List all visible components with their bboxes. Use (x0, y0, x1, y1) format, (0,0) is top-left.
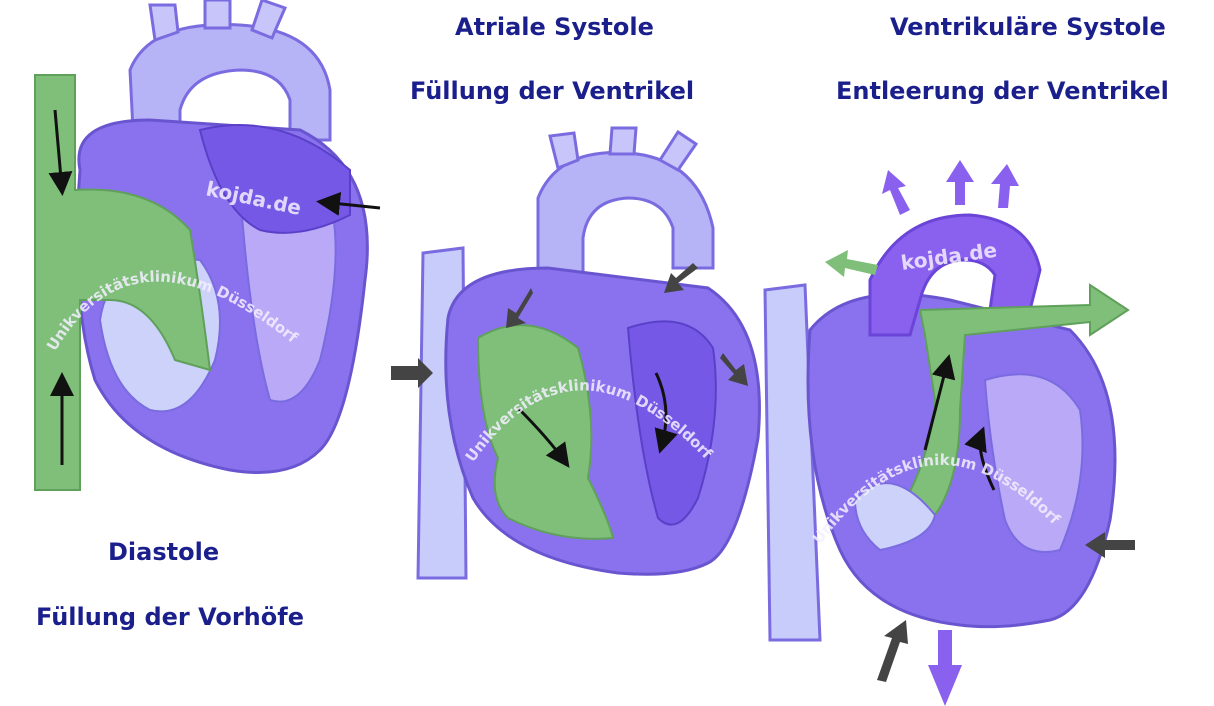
heart-diagram-atrial-systole: Unikversitätsklinikum Düsseldorf (378, 118, 778, 588)
diastole-title: Diastole (108, 538, 219, 566)
ventricular-systole-subtitle: Entleerung der Ventrikel (836, 77, 1169, 105)
heart-diagram-diastole: kojda.de Unikversitätsklinikum Düsseldor… (0, 0, 400, 500)
ventricular-systole-title: Ventrikuläre Systole (890, 13, 1166, 41)
atrial-systole-subtitle: Füllung der Ventrikel (410, 77, 694, 105)
atrial-systole-title: Atriale Systole (455, 13, 654, 41)
diastole-subtitle: Füllung der Vorhöfe (36, 603, 304, 631)
heart-diagram-ventricular-systole: kojda.de Unikversitätsklinikum Düsseldor… (760, 160, 1170, 706)
